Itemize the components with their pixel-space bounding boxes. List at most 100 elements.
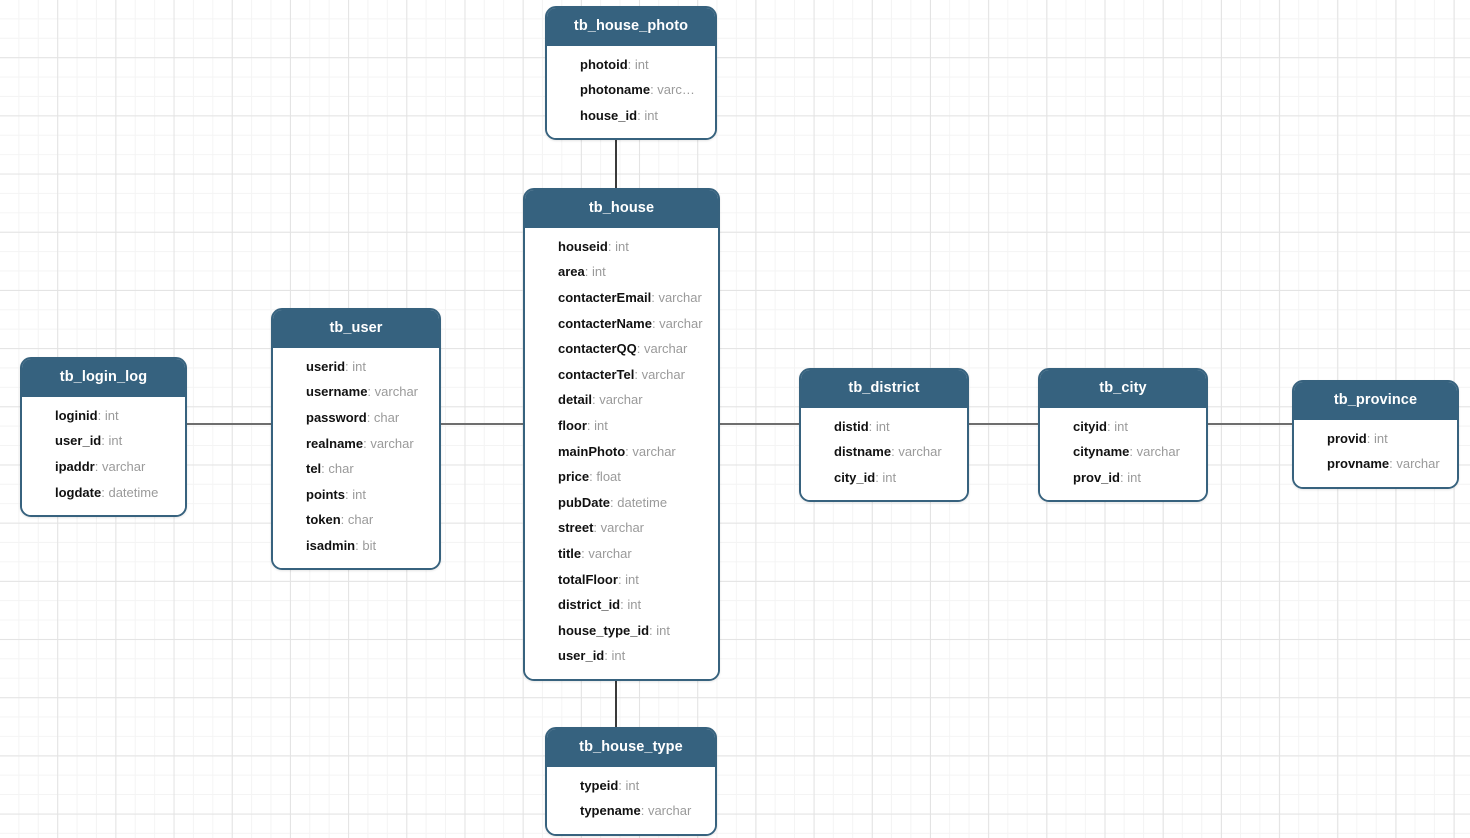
field-type: varchar bbox=[647, 803, 692, 819]
field-type: varchar bbox=[374, 384, 419, 400]
field-row[interactable]: ipaddr: varchar bbox=[22, 454, 185, 480]
field-row[interactable]: detail: varchar bbox=[525, 387, 718, 413]
field-row[interactable]: typename: varchar bbox=[547, 798, 715, 824]
field-type: int bbox=[1114, 418, 1128, 434]
field-row[interactable]: provid: int bbox=[1294, 426, 1457, 452]
field-name: distid bbox=[834, 418, 869, 434]
field-name: isadmin bbox=[306, 537, 356, 553]
field-row[interactable]: loginid: int bbox=[22, 403, 185, 429]
field-row[interactable]: mainPhoto: varchar bbox=[525, 438, 718, 464]
field-row[interactable]: houseid: int bbox=[525, 234, 718, 260]
field-name: photoid bbox=[580, 56, 628, 72]
entity-title-tb_house: tb_house bbox=[525, 190, 718, 228]
field-name: price bbox=[558, 469, 590, 485]
field-row[interactable]: cityname: varchar bbox=[1040, 439, 1206, 465]
connector-house-to-district[interactable] bbox=[718, 423, 801, 425]
field-row[interactable]: photoname: varc… bbox=[547, 77, 715, 103]
field-row[interactable]: city_id: int bbox=[801, 465, 967, 491]
field-row[interactable]: distid: int bbox=[801, 414, 967, 440]
field-row[interactable]: totalFloor: int bbox=[525, 566, 718, 592]
field-type: int bbox=[352, 486, 366, 502]
field-separator: : bbox=[367, 384, 375, 400]
field-type: varchar bbox=[659, 315, 703, 331]
field-type: int bbox=[875, 418, 890, 434]
field-row[interactable]: user_id: int bbox=[525, 643, 718, 669]
connector-city-to-province[interactable] bbox=[1206, 423, 1294, 425]
field-row[interactable]: house_id: int bbox=[547, 103, 715, 129]
field-row[interactable]: contacterQQ: varchar bbox=[525, 336, 718, 362]
field-name: contacterTel bbox=[558, 366, 635, 382]
field-row[interactable]: pubDate: datetime bbox=[525, 489, 718, 515]
field-row[interactable]: contacterName: varchar bbox=[525, 310, 718, 336]
field-name: logdate bbox=[55, 484, 102, 500]
field-row[interactable]: provname: varchar bbox=[1294, 451, 1457, 477]
field-name: provname bbox=[1327, 456, 1390, 472]
field-separator: : bbox=[340, 512, 348, 528]
field-row[interactable]: photoid: int bbox=[547, 52, 715, 78]
connector-district-to-city[interactable] bbox=[967, 423, 1040, 425]
field-name: loginid bbox=[55, 407, 98, 423]
entity-title-tb_user: tb_user bbox=[273, 310, 439, 348]
field-row[interactable]: prov_id: int bbox=[1040, 465, 1206, 491]
field-name: ipaddr bbox=[55, 458, 95, 474]
entity-title-tb_city: tb_city bbox=[1040, 370, 1206, 408]
field-type: datetime bbox=[108, 484, 159, 500]
field-separator: : bbox=[607, 238, 616, 254]
connector-house-to-house_type[interactable] bbox=[615, 665, 617, 729]
field-row[interactable]: tel: char bbox=[273, 456, 439, 482]
field-row[interactable]: street: varchar bbox=[525, 515, 718, 541]
field-row[interactable]: user_id: int bbox=[22, 428, 185, 454]
field-name: realname bbox=[306, 435, 364, 451]
field-row[interactable]: floor: int bbox=[525, 413, 718, 439]
field-row[interactable]: token: char bbox=[273, 507, 439, 533]
field-row[interactable]: username: varchar bbox=[273, 379, 439, 405]
field-name: cityname bbox=[1073, 444, 1130, 460]
field-row[interactable]: cityid: int bbox=[1040, 414, 1206, 440]
field-name: totalFloor bbox=[558, 571, 618, 587]
field-type: int bbox=[634, 56, 649, 72]
field-name: pubDate bbox=[558, 494, 610, 510]
field-type: bit bbox=[362, 537, 377, 553]
field-row[interactable]: logdate: datetime bbox=[22, 479, 185, 505]
field-separator: : bbox=[1366, 430, 1374, 446]
field-row[interactable]: title: varchar bbox=[525, 541, 718, 567]
field-row[interactable]: password: char bbox=[273, 405, 439, 431]
field-type: varchar bbox=[658, 289, 702, 305]
field-name: photoname bbox=[580, 82, 651, 98]
field-row[interactable]: area: int bbox=[525, 259, 718, 285]
field-row[interactable]: points: int bbox=[273, 481, 439, 507]
field-row[interactable]: typeid: int bbox=[547, 773, 715, 799]
field-type: int bbox=[656, 622, 670, 638]
field-row[interactable]: contacterEmail: varchar bbox=[525, 285, 718, 311]
connector-user-to-house[interactable] bbox=[439, 423, 525, 425]
field-row[interactable]: distname: varchar bbox=[801, 439, 967, 465]
field-row[interactable]: realname: varchar bbox=[273, 430, 439, 456]
field-row[interactable]: isadmin: bit bbox=[273, 533, 439, 559]
field-name: tel bbox=[306, 461, 322, 477]
field-name: password bbox=[306, 409, 367, 425]
field-row[interactable]: userid: int bbox=[273, 354, 439, 380]
connector-photo-to-house[interactable] bbox=[615, 130, 617, 190]
field-row[interactable]: house_type_id: int bbox=[525, 617, 718, 643]
field-row[interactable]: contacterTel: varchar bbox=[525, 361, 718, 387]
field-name: userid bbox=[306, 358, 346, 374]
field-type: varchar bbox=[600, 520, 645, 536]
field-row[interactable]: price: float bbox=[525, 464, 718, 490]
field-type: int bbox=[591, 264, 606, 280]
field-separator: : bbox=[618, 777, 626, 793]
field-row[interactable]: district_id: int bbox=[525, 592, 718, 618]
field-name: mainPhoto bbox=[558, 443, 626, 459]
connector-login_log-to-user[interactable] bbox=[186, 423, 273, 425]
